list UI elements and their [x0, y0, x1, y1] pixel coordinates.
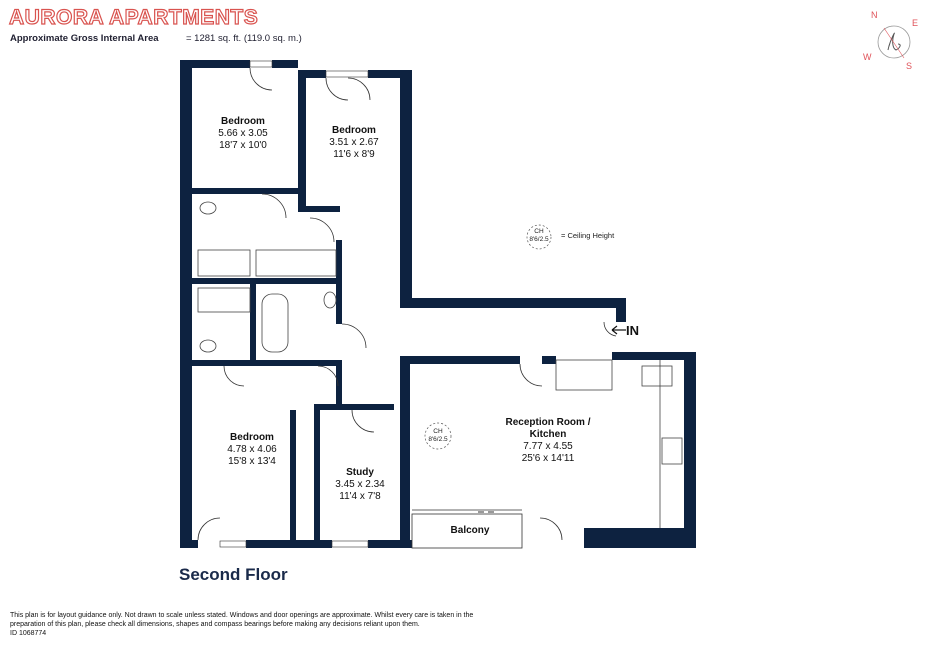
- compass-west: W: [863, 52, 872, 62]
- walls: [180, 60, 696, 548]
- compass-north: N: [871, 10, 878, 20]
- room-imperial: 25'6 x 14'11: [521, 453, 575, 464]
- ceiling-legend-text: = Ceiling Height: [561, 231, 615, 240]
- room-study: Study 3.45 x 2.34 11'4 x 7'8: [320, 467, 400, 503]
- disclaimer-text: This plan is for layout guidance only. N…: [10, 612, 474, 628]
- room-metric: 5.66 x 3.05: [218, 128, 268, 139]
- room-name-line2: Kitchen: [529, 429, 567, 440]
- plan-id: ID 1068774: [10, 630, 47, 637]
- windows: [219, 60, 369, 548]
- compass-east: E: [912, 18, 919, 28]
- room-name-line1: Reception Room /: [505, 417, 591, 428]
- floor-label: Second Floor: [179, 565, 288, 584]
- ceiling-legend-marker: CH 8'6/2.5: [524, 228, 554, 244]
- ch-label: CH: [534, 228, 544, 235]
- room-metric: 7.77 x 4.55: [523, 441, 573, 452]
- kitchen-fixtures: [555, 359, 683, 528]
- ch-value: 8'6/2.5: [529, 236, 549, 243]
- room-reception-kitchen: Reception Room / Kitchen 7.77 x 4.55 25'…: [488, 417, 608, 465]
- room-bedroom-1: Bedroom 5.66 x 3.05 18'7 x 10'0: [205, 116, 281, 152]
- room-name: Bedroom: [332, 125, 376, 136]
- room-name: Balcony: [450, 525, 490, 536]
- ceiling-room-circle: [424, 422, 452, 450]
- compass: N E W S: [858, 10, 928, 71]
- bathroom-fixtures: [197, 201, 337, 353]
- room-name: Study: [346, 467, 374, 478]
- area-label: Approximate Gross Internal Area: [10, 33, 159, 44]
- room-bedroom-2: Bedroom 3.51 x 2.67 11'6 x 8'9: [316, 125, 392, 161]
- entrance-label: IN: [626, 323, 639, 338]
- room-balcony: Balcony: [430, 525, 510, 537]
- room-metric: 3.45 x 2.34: [335, 479, 385, 490]
- room-imperial: 11'4 x 7'8: [339, 491, 381, 502]
- ceiling-room-marker: CH 8'6/2.5: [423, 428, 453, 444]
- ceiling-legend-circle: [526, 224, 552, 250]
- door-swings: [197, 67, 617, 541]
- room-name: Bedroom: [230, 432, 274, 443]
- room-imperial: 15'8 x 13'4: [228, 456, 276, 467]
- compass-south: S: [906, 61, 913, 71]
- balcony-outline: [411, 509, 523, 549]
- plan-title: AURORA APARTMENTS: [8, 5, 259, 29]
- room-metric: 3.51 x 2.67: [329, 137, 379, 148]
- room-name: Bedroom: [221, 116, 265, 127]
- ch-value: 8'6/2.5: [428, 436, 448, 443]
- ch-label: CH: [433, 428, 443, 435]
- room-imperial: 18'7 x 10'0: [219, 140, 267, 151]
- room-imperial: 11'6 x 8'9: [333, 149, 375, 160]
- compass-logo-icon: [877, 25, 911, 59]
- room-metric: 4.78 x 4.06: [227, 444, 277, 455]
- area-value: = 1281 sq. ft. (119.0 sq. m.): [186, 33, 302, 44]
- room-bedroom-3: Bedroom 4.78 x 4.06 15'8 x 13'4: [214, 432, 290, 468]
- entrance-arrow-icon: [611, 325, 626, 335]
